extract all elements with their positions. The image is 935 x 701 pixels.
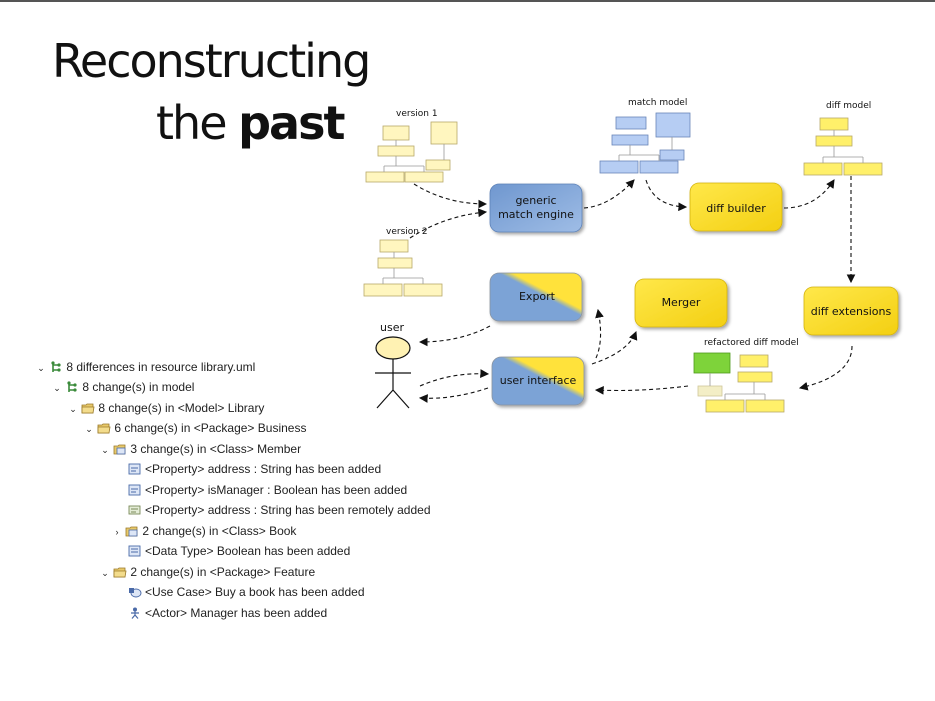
- version2-model: version 2: [363, 227, 443, 297]
- refactored-label: refactored diff model: [704, 338, 799, 348]
- refactored-diff-model: refactored diff model: [693, 338, 799, 413]
- arrow-extensions-refactored: [798, 345, 853, 391]
- chevron-down-icon[interactable]: ⌄: [101, 445, 109, 455]
- merger-box: Merger: [634, 278, 728, 328]
- export-text: Export: [519, 290, 556, 303]
- match-model-label: match model: [628, 98, 687, 108]
- tree-row-1[interactable]: ⌄ 8 change(s) in model: [52, 378, 194, 396]
- folder-icon: [81, 403, 95, 414]
- diff-model: diff model: [803, 101, 883, 176]
- tree-row-6[interactable]: <Property> isManager : Boolean has been …: [128, 481, 407, 499]
- merger-text: Merger: [662, 296, 701, 309]
- diff-model-label: diff model: [826, 101, 871, 111]
- tree-label: <Property> isManager : Boolean has been …: [145, 483, 408, 497]
- diff-extensions-box: diff extensions: [803, 286, 899, 336]
- version1-label: version 1: [396, 109, 438, 119]
- slide-title-line2: the past: [156, 96, 345, 150]
- arrow-diffbuilder-diffmodel: [783, 179, 835, 209]
- chevron-down-icon[interactable]: ⌄: [37, 363, 45, 373]
- tree-label: <Use Case> Buy a book has been added: [145, 585, 365, 599]
- tree-row-5[interactable]: <Property> address : String has been add…: [128, 460, 381, 478]
- flow-arrows: [409, 176, 856, 403]
- tree-row-10[interactable]: ⌄ 2 change(s) in <Package> Feature: [100, 563, 315, 581]
- tree-label: <Property> address : String has been add…: [145, 462, 382, 476]
- datatype-icon: [128, 545, 141, 557]
- class-icon: [113, 444, 126, 455]
- tree-label: 2 change(s) in <Package> Feature: [130, 565, 316, 579]
- arrow-refactored-ui: [594, 385, 689, 395]
- slide-title-line1: Reconstructing: [52, 34, 371, 88]
- tree-label: <Data Type> Boolean has been added: [145, 544, 351, 558]
- tree-label: 8 change(s) in <Model> Library: [98, 401, 265, 415]
- top-border: [0, 0, 935, 2]
- arrow-export-user: [418, 325, 491, 347]
- tree-label: 8 differences in resource library.uml: [66, 360, 256, 374]
- chevron-down-icon[interactable]: ⌄: [85, 424, 93, 434]
- arrow-user-ui: [419, 369, 490, 387]
- title-the: the: [156, 96, 239, 150]
- title-past: past: [238, 96, 345, 150]
- version2-label: version 2: [386, 227, 428, 237]
- diff-tree-icon: [67, 381, 77, 392]
- version1-model: version 1: [365, 109, 458, 183]
- diff-builder-text: diff builder: [706, 202, 766, 215]
- arrow-v1-engine: [413, 183, 488, 209]
- tree-label: <Actor> Manager has been added: [145, 606, 328, 620]
- user-label: user: [380, 321, 404, 334]
- tree-row-9[interactable]: <Data Type> Boolean has been added: [128, 542, 350, 560]
- engine-text-2: match engine: [498, 208, 574, 221]
- tree-label: 2 change(s) in <Class> Book: [142, 524, 297, 538]
- folder-icon: [113, 567, 127, 578]
- class-icon: [125, 526, 138, 537]
- tree-label: 8 change(s) in model: [82, 380, 195, 394]
- user-interface-text: user interface: [500, 374, 577, 387]
- arrow-match-diffbuilder: [645, 179, 688, 212]
- user-actor: user: [375, 321, 411, 409]
- tree-row-12[interactable]: <Actor> Manager has been added: [128, 604, 327, 622]
- chevron-down-icon[interactable]: ⌄: [69, 404, 77, 414]
- property-remote-icon: [128, 505, 141, 515]
- chevron-down-icon[interactable]: ⌄: [101, 568, 109, 578]
- arrow-engine-match: [583, 179, 635, 209]
- diff-tree-icon: [51, 361, 61, 372]
- diff-extensions-text: diff extensions: [811, 305, 892, 318]
- chevron-right-icon[interactable]: ›: [115, 527, 119, 537]
- tree-row-0[interactable]: ⌄ 8 differences in resource library.uml: [36, 358, 255, 376]
- tree-row-2[interactable]: ⌄ 8 change(s) in <Model> Library: [68, 399, 264, 417]
- export-box: Export: [489, 272, 583, 322]
- arrow-ui-user: [418, 387, 489, 403]
- property-added-icon: [128, 463, 141, 475]
- tree-row-4[interactable]: ⌄ 3 change(s) in <Class> Member: [100, 440, 301, 458]
- arrow-ui-export: [595, 308, 604, 359]
- property-added-icon: [128, 484, 141, 496]
- tree-label: <Property> address : String has been rem…: [145, 503, 431, 517]
- arrow-ui-merger: [591, 330, 638, 365]
- tree-row-8[interactable]: › 2 change(s) in <Class> Book: [112, 522, 297, 540]
- chevron-down-icon[interactable]: ⌄: [53, 383, 61, 393]
- match-model: match model: [599, 98, 691, 174]
- usecase-icon: [129, 588, 142, 598]
- folder-icon: [97, 423, 111, 434]
- diff-builder-box: diff builder: [689, 182, 783, 232]
- actor-icon: [131, 607, 139, 619]
- tree-row-11[interactable]: <Use Case> Buy a book has been added: [128, 583, 365, 601]
- engine-text-1: generic: [515, 194, 556, 207]
- tree-label: 6 change(s) in <Package> Business: [114, 421, 307, 435]
- arrow-v2-engine: [409, 208, 488, 239]
- tree-label: 3 change(s) in <Class> Member: [130, 442, 302, 456]
- tree-row-3[interactable]: ⌄ 6 change(s) in <Package> Business: [84, 419, 306, 437]
- user-interface-box: user interface: [491, 356, 585, 406]
- generic-match-engine-box: generic match engine: [489, 183, 583, 233]
- tree-row-7[interactable]: <Property> address : String has been rem…: [128, 501, 431, 519]
